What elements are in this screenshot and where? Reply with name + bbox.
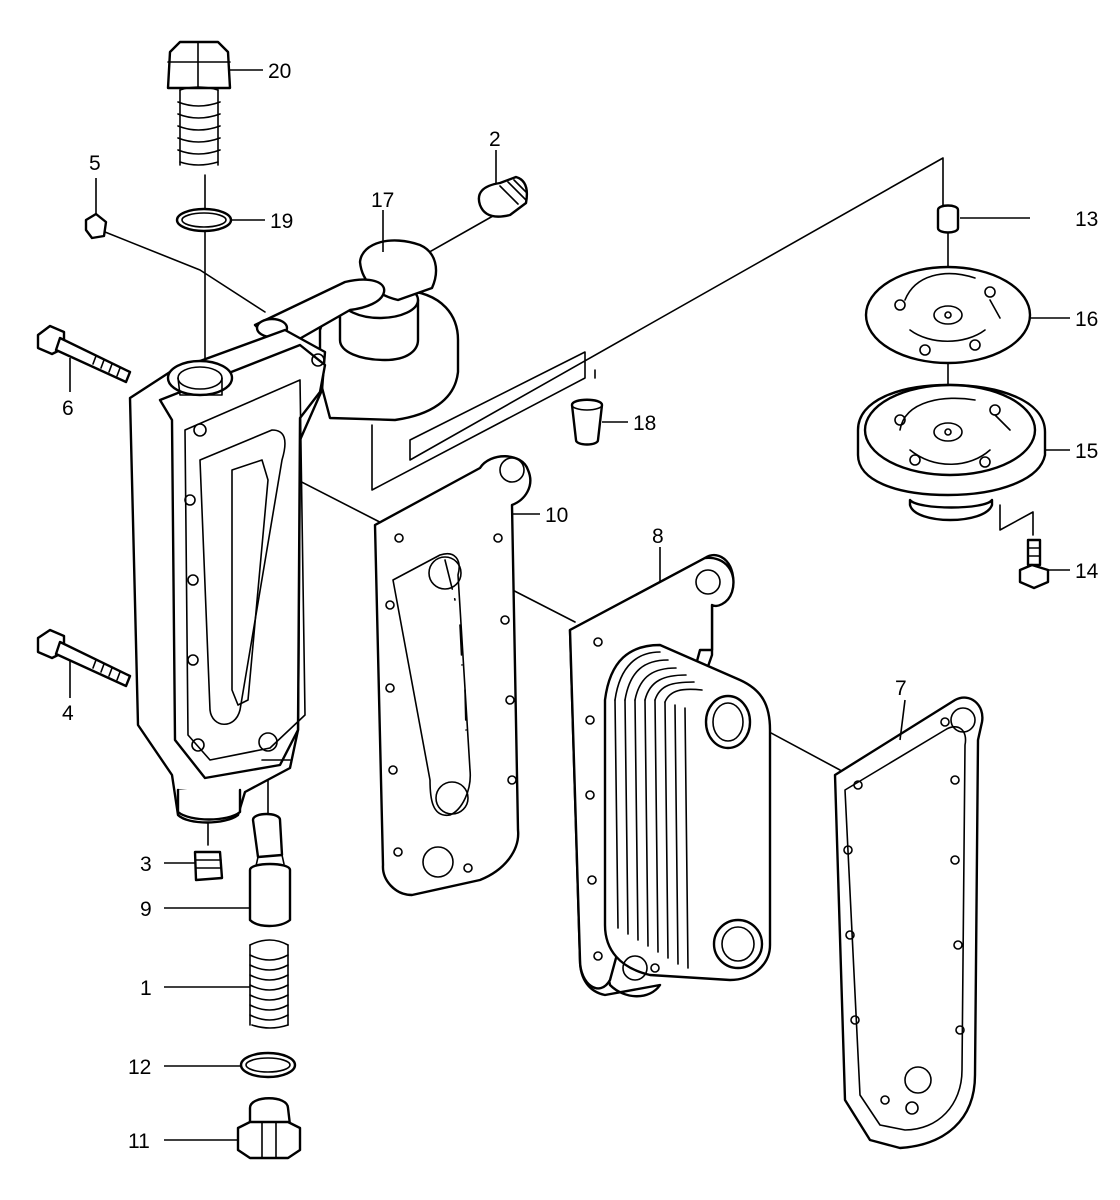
callout-1: 1 [140, 977, 152, 1000]
flange-screw [1018, 538, 1050, 590]
coil-spring [249, 939, 289, 1029]
callout-13: 13 [1075, 208, 1098, 231]
small-bushing [570, 398, 604, 446]
callout-11: 11 [128, 1130, 150, 1153]
gasket-plate [373, 455, 532, 897]
callout-14: 14 [1075, 560, 1099, 583]
callout-6: 6 [62, 397, 74, 420]
callout-4: 4 [62, 702, 74, 725]
small-sleeve [936, 204, 960, 234]
o-ring-upper [175, 207, 233, 233]
long-bolt-upper [36, 324, 132, 384]
callout-19: 19 [270, 210, 293, 233]
callout-labels: 20 19 5 17 2 13 16 15 14 18 6 4 10 8 7 3… [62, 60, 1099, 1153]
callout-9: 9 [140, 898, 152, 921]
thermostat-plate [864, 265, 1032, 365]
o-ring-lower [239, 1051, 297, 1079]
callout-7: 7 [895, 677, 907, 700]
plug-cap [477, 175, 529, 218]
callout-12: 12 [128, 1056, 151, 1079]
oil-filter-head-body [128, 328, 327, 824]
callout-16: 16 [1075, 308, 1098, 331]
callout-leaders [69, 69, 1070, 1141]
callout-8: 8 [652, 525, 664, 548]
callout-3: 3 [140, 853, 152, 876]
hex-bolt-plug [166, 40, 232, 166]
valve-piston [248, 812, 292, 928]
callout-5: 5 [89, 152, 101, 175]
oil-cooler-core [568, 553, 772, 998]
callout-10: 10 [545, 504, 568, 527]
callout-18: 18 [633, 412, 656, 435]
hex-drain-plug [236, 1097, 302, 1160]
rear-gasket [833, 696, 984, 1150]
long-bolt-lower [36, 628, 132, 688]
thermostat [856, 383, 1047, 522]
callout-17: 17 [371, 189, 394, 212]
small-screw [84, 212, 108, 240]
threaded-plug [193, 850, 224, 882]
callout-20: 20 [268, 60, 291, 83]
callout-2: 2 [489, 128, 501, 151]
callout-15: 15 [1075, 440, 1098, 463]
